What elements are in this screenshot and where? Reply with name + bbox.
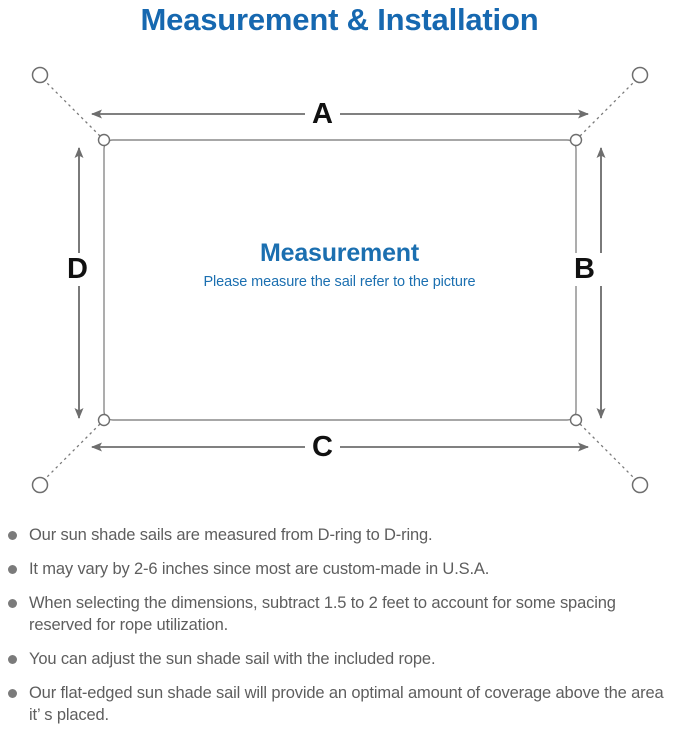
list-item: When selecting the dimensions, subtract … [0, 592, 679, 636]
list-item: It may vary by 2-6 inches since most are… [0, 558, 679, 580]
bullet-icon [8, 689, 17, 698]
d-ring-bottom-left [97, 413, 111, 427]
rope-top-right [579, 79, 637, 137]
dimension-label-d: D [60, 253, 95, 286]
note-text: It may vary by 2-6 inches since most are… [29, 560, 490, 578]
dimension-label-c: C [305, 431, 340, 464]
rope-top-left [43, 79, 101, 137]
bullet-icon [8, 531, 17, 540]
sail-diagram: Measurement Please measure the sail refe… [0, 48, 679, 518]
list-item: You can adjust the sun shade sail with t… [0, 648, 679, 670]
bullet-icon [8, 565, 17, 574]
page-title: Measurement & Installation [140, 2, 539, 37]
note-text: When selecting the dimensions, subtract … [29, 594, 616, 634]
notes-list: Our sun shade sails are measured from D-… [0, 524, 679, 738]
d-ring-top-left [97, 133, 111, 147]
rope-bottom-right [579, 423, 637, 481]
note-text: You can adjust the sun shade sail with t… [29, 650, 436, 668]
d-ring-bottom-right [569, 413, 583, 427]
sail-diagram-svg [31, 66, 649, 494]
anchor-point-bottom-left [31, 476, 49, 494]
note-text: Our sun shade sails are measured from D-… [29, 526, 433, 544]
note-text: Our flat-edged sun shade sail will provi… [29, 684, 664, 724]
dimension-label-a: A [305, 98, 340, 131]
bullet-icon [8, 599, 17, 608]
d-ring-top-right [569, 133, 583, 147]
bullet-icon [8, 655, 17, 664]
sail-outline [103, 139, 577, 421]
anchor-point-bottom-right [631, 476, 649, 494]
dimension-label-b: B [567, 253, 602, 286]
anchor-point-top-right [631, 66, 649, 84]
anchor-point-top-left [31, 66, 49, 84]
list-item: Our flat-edged sun shade sail will provi… [0, 682, 679, 726]
rope-bottom-left [43, 423, 101, 481]
list-item: Our sun shade sails are measured from D-… [0, 524, 679, 546]
